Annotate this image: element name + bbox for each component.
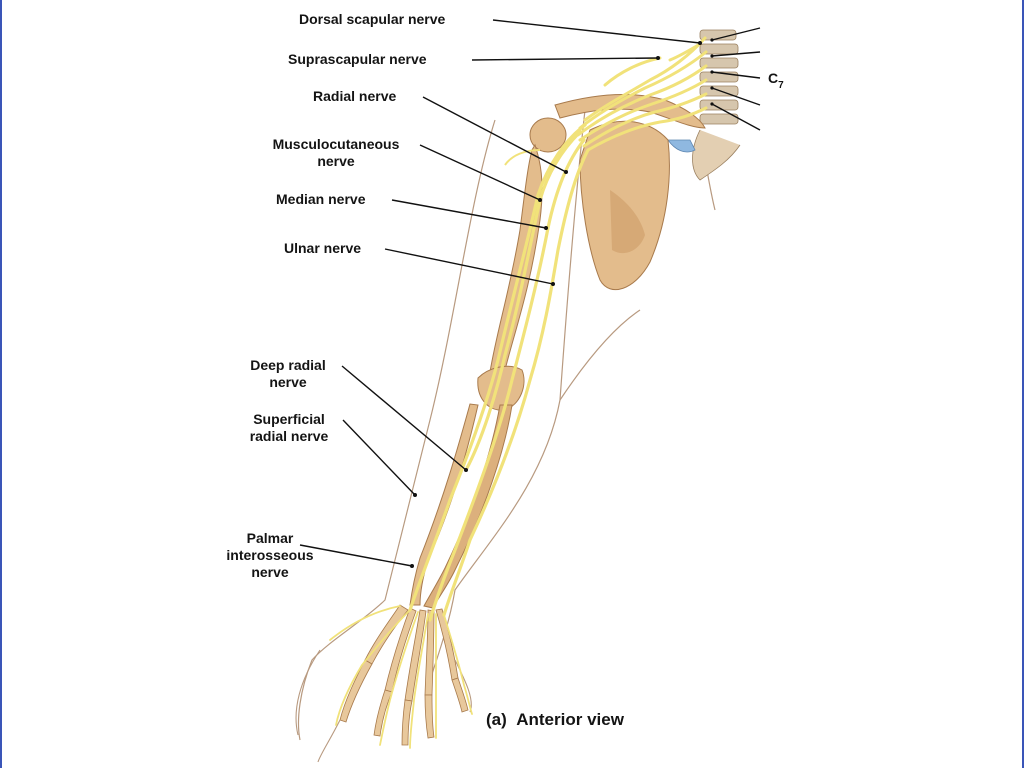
label-deep-radial-nerve: Deep radial nerve [236,357,340,391]
label-spinal-c7: C7 [768,70,784,91]
label-c7-number: 7 [778,80,784,91]
label-c7-letter: C [768,70,779,86]
leader-spinal-2 [711,51,761,57]
label-ulnar-nerve: Ulnar nerve [284,240,362,256]
radial-nerve-path [464,130,582,472]
leader-lines [299,19,761,567]
label-musculocutaneous-nerve: Musculocutaneous nerve [255,136,417,170]
label-palmar-line1: Palmar [246,530,294,546]
leader-radial [422,96,567,173]
scapula-shadow [610,190,645,254]
leader-ulnar [384,248,554,285]
label-deep-radial-line2: nerve [269,374,307,390]
caption-prefix: (a) [486,710,507,729]
label-radial-nerve: Radial nerve [313,88,397,104]
leader-superficial-radial [342,419,416,496]
label-superficial-radial-nerve: Superficial radial nerve [236,411,342,445]
first-rib [692,129,741,181]
caption-text: Anterior view [516,710,624,729]
label-dorsal-scapular-nerve: Dorsal scapular nerve [299,11,446,27]
hand-bones [339,604,469,746]
label-deep-radial-line1: Deep radial [250,357,326,373]
humerus-bone [489,143,543,373]
leader-deep-radial [341,365,467,471]
label-palmar-line2: interosseous [226,547,314,563]
label-musculocutaneous-line1: Musculocutaneous [272,136,400,152]
leader-dorsal-scapular [492,19,701,44]
brachial-plexus [576,36,708,152]
label-superficial-radial-line2: radial nerve [249,428,329,444]
label-palmar-interosseous-nerve: Palmar interosseous nerve [212,530,328,581]
label-superficial-radial-line1: Superficial [253,411,325,427]
axillary-branch [504,149,541,166]
leader-dots [410,38,714,568]
ulnar-nerve-path [442,148,590,617]
slide-right-edge [1022,0,1024,768]
label-median-nerve: Median nerve [276,191,366,207]
leader-median [391,199,547,229]
median-nerve-path [428,138,586,622]
leader-spinal-1 [711,27,761,41]
vertebral-column [699,29,739,125]
hand-nerve-branches [329,605,473,749]
leader-spinal-3 [711,71,761,79]
leader-suprascapular [471,57,659,61]
arm-nerves [408,123,590,622]
label-musculocutaneous-line2: nerve [317,153,355,169]
humerus-head [529,117,567,153]
leader-spinal-4 [711,87,761,106]
musculocutaneous-nerve-path [408,123,587,612]
figure-caption: (a) Anterior view [486,710,624,730]
costal-cartilage [667,139,696,153]
leader-spinal-5 [711,103,761,131]
slide-left-edge [0,0,2,768]
label-suprascapular-nerve: Suprascapular nerve [288,51,427,67]
leader-musculocutaneous [419,144,541,201]
label-palmar-line3: nerve [251,564,289,580]
leader-palmar [299,544,413,567]
